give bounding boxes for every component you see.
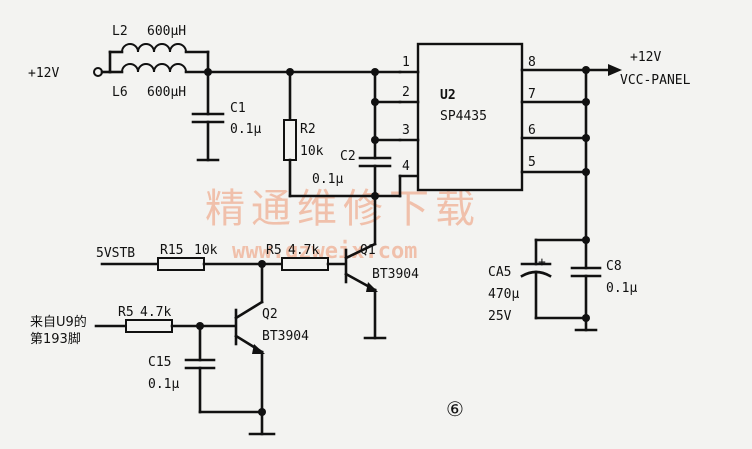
CA5-value: 470μ — [488, 287, 519, 302]
input-12v-label: +12V — [28, 66, 59, 81]
U2-pin-2: 2 — [402, 85, 410, 100]
CA5-ref: CA5 — [488, 265, 511, 280]
C2-value: 0.1μ — [312, 172, 343, 187]
CA5-voltage: 25V — [488, 309, 512, 324]
ic-U2: U2 SP4435 1 2 3 4 8 7 6 5 — [398, 42, 536, 192]
U2-pin-5: 5 — [528, 155, 536, 170]
U2-pin-8: 8 — [528, 55, 536, 70]
U2-pin-1: 1 — [402, 55, 410, 70]
watermark-text: 精通维修下载 — [205, 186, 481, 232]
Q2-ref: Q2 — [262, 307, 278, 322]
U2-pin-6: 6 — [528, 123, 536, 138]
R15-ref: R15 — [160, 243, 183, 258]
control-input-line2: 第193脚 — [30, 331, 81, 347]
figure-number: ⑥ — [446, 397, 464, 421]
capacitor-C15: C15 0.1μ — [148, 324, 264, 414]
inductor-L6 — [121, 63, 187, 73]
R2-ref: R2 — [300, 122, 316, 137]
L2-value: 600μH — [147, 24, 186, 39]
C2-ref: C2 — [340, 149, 356, 164]
transistor-Q2: Q2 BT3904 — [234, 262, 309, 436]
R15-value: 10k — [194, 243, 218, 258]
Q2-part: BT3904 — [262, 329, 309, 344]
standby-section: 5VSTB R15 10k — [96, 243, 284, 271]
capacitor-CA5: + CA5 470μ 25V — [488, 238, 552, 324]
C15-value: 0.1μ — [148, 377, 179, 392]
CA5-plus: + — [538, 255, 546, 270]
U2-ref: U2 — [440, 88, 456, 103]
capacitor-C2: C2 0.1μ — [312, 138, 392, 198]
output-12v-label: +12V — [630, 50, 661, 65]
L2-ref: L2 — [112, 24, 128, 39]
capacitor-C8: C8 0.1μ — [570, 238, 637, 332]
C8-value: 0.1μ — [606, 281, 637, 296]
C1-ref: C1 — [230, 101, 246, 116]
U2-part: SP4435 — [440, 109, 487, 124]
output-arrow-icon — [608, 64, 622, 76]
resistor-R5-bottom: R5 4.7k — [118, 305, 236, 333]
capacitor-C1: C1 0.1μ — [191, 70, 261, 162]
U2-pin-7: 7 — [528, 87, 536, 102]
Q1-ref: Q1 — [360, 243, 376, 258]
transistor-Q1: Q1 BT3904 — [344, 194, 419, 340]
C8-ref: C8 — [606, 259, 622, 274]
output-net-label: VCC-PANEL — [620, 73, 691, 88]
C15-ref: C15 — [148, 355, 171, 370]
C1-value: 0.1μ — [230, 122, 261, 137]
Q1-part: BT3904 — [372, 267, 419, 282]
U2-pin-3: 3 — [402, 123, 410, 138]
resistor-R2: R2 10k — [283, 70, 324, 198]
R5-top-ref: R5 — [266, 243, 282, 258]
resistor-R5-top: R5 4.7k — [266, 243, 346, 271]
standby-label: 5VSTB — [96, 246, 135, 261]
L6-ref: L6 — [112, 85, 128, 100]
R2-value: 10k — [300, 144, 324, 159]
watermark: 精通维修下载 www.gzweix.com — [205, 186, 481, 264]
U2-pin-4: 4 — [402, 159, 410, 174]
L6-value: 600μH — [147, 85, 186, 100]
control-input-line1: 来自U9的 — [30, 314, 87, 330]
R5-top-value: 4.7k — [288, 243, 319, 258]
resistor-R15 — [157, 257, 205, 271]
inductor-L2 — [121, 43, 187, 53]
input-section: +12V L2 600μH L6 600μH — [28, 24, 212, 100]
R5-bottom-value: 4.7k — [140, 305, 171, 320]
R5-bottom-ref: R5 — [118, 305, 134, 320]
